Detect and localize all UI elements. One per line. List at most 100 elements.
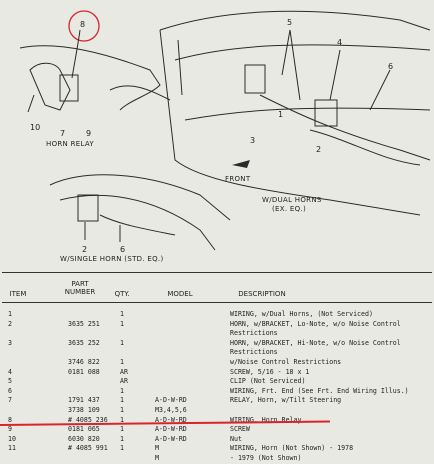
cell-description: HORN, w/BRACKET, Lo-Note, w/o Noise Cont… — [230, 319, 401, 328]
cell-description: w/Noise Control Restrictions — [230, 358, 342, 366]
header-part-number: PART NUMBER — [64, 280, 96, 296]
highlight-circle — [68, 10, 100, 42]
callout-2-single: 2 — [82, 245, 88, 254]
cell-part-number: 3635 252 — [68, 338, 100, 347]
table-row: 4 0181 088 AR SCREW, 5/16 - 18 x 1 — [0, 368, 434, 378]
callout-9: 9 — [86, 129, 92, 138]
callout-8: 8 — [80, 20, 86, 29]
cell-item: 11 — [8, 444, 16, 453]
cell-part-number: # 4085 236 — [68, 415, 108, 424]
callout-2: 2 — [316, 145, 322, 154]
diagram-drawing — [19, 10, 431, 251]
cell-description: Nut — [230, 434, 242, 443]
cell-item: 3 — [8, 338, 12, 347]
cell-qty: 1 — [120, 444, 124, 453]
header-qty: QTY. — [114, 290, 130, 298]
cell-qty: 1 — [120, 396, 124, 405]
cell-qty: AR — [120, 377, 128, 386]
cell-model: M — [155, 444, 159, 453]
table-row: 3738 109 1 M3,4,5,6 — [0, 406, 434, 416]
cell-qty: 1 — [120, 415, 124, 424]
cell-qty: 1 — [120, 425, 124, 434]
cell-item: 5 — [8, 377, 12, 386]
callout-4: 4 — [337, 38, 343, 47]
cell-qty: 1 — [120, 358, 124, 366]
callout-6: 6 — [388, 62, 394, 71]
callout-5: 5 — [287, 18, 293, 27]
cell-model: M — [155, 454, 159, 462]
cell-description: WIRING, Horn (Not Shown) - 1978 — [230, 444, 354, 453]
cell-description: - 1979 (Not Shown) — [230, 454, 302, 462]
table-row: 6 1 WIRING, Frt. End (See Frt. End Wiring … — [0, 387, 434, 397]
cell-item: 7 — [8, 396, 12, 405]
table-row: M - 1979 (Not Shown) — [0, 454, 434, 464]
table-row: 9 0181 065 1 A-D-W-RD SCREW — [0, 425, 434, 435]
cell-qty: 1 — [120, 319, 124, 328]
cell-item: 8 — [8, 415, 12, 424]
callout-6-single: 6 — [120, 245, 126, 254]
table-row: 7 1791 437 1 A-D-W-RD RELAY, Horn, w/Tilt St… — [0, 396, 434, 406]
cell-item: 2 — [8, 319, 12, 328]
cell-qty: AR — [120, 367, 128, 376]
table-row: 5 AR CLIP (Not Serviced) — [0, 377, 434, 387]
cell-part-number: 3746 822 — [68, 358, 100, 366]
table-row: 11 # 4085 991 1 M WIRING, Horn (Not Shown) -… — [0, 444, 434, 454]
cell-part-number: 3635 251 — [68, 319, 100, 328]
table-header-rule — [2, 302, 432, 303]
header-model: MODEL — [167, 290, 193, 298]
parts-table: ITEM PART NUMBER QTY. MODEL DESCRIPTION … — [0, 270, 434, 464]
table-row: 1 1 WIRING, w/Dual Horns, (Not Serviced) — [0, 310, 434, 320]
table-row: 2 3635 251 1 HORN, w/BRACKET, Lo-Note, w/o … — [0, 320, 434, 330]
cell-description: SCREW, 5/16 - 18 x 1 — [230, 367, 310, 376]
cell-qty: 1 — [120, 386, 124, 395]
cell-description: RELAY, Horn, w/Tilt Steering — [230, 396, 342, 405]
cell-item: 1 — [8, 310, 12, 318]
callout-7: 7 — [60, 129, 66, 138]
front-label: FRONT — [225, 175, 251, 183]
cell-part-number: 1791 437 — [68, 396, 100, 405]
cell-model: A-D-W-RD — [155, 396, 187, 405]
dual-horns-label: W/DUAL HORNS — [262, 196, 322, 204]
cell-part-number: 3738 109 — [68, 406, 100, 414]
callout-3: 3 — [250, 136, 256, 145]
cell-part-number: # 4085 991 — [68, 444, 108, 453]
cell-model: M3,4,5,6 — [155, 406, 187, 414]
table-row: Restrictions — [0, 348, 434, 358]
cell-item: 4 — [8, 367, 12, 376]
single-horn-label: W/SINGLE HORN (STD. EQ.) — [60, 255, 164, 263]
dual-horns-sub-label: (EX. EQ.) — [272, 205, 306, 213]
table-row: 3 3635 252 1 HORN, w/BRACKET, Hi-Note, w/o … — [0, 339, 434, 349]
cell-item: 6 — [8, 386, 12, 395]
cell-model: A-D-W-RD — [155, 425, 187, 434]
callout-1: 1 — [278, 110, 284, 119]
cell-description: HORN, w/BRACKET, Hi-Note, w/o Noise Cont… — [230, 338, 401, 347]
horn-relay-label: HORN RELAY — [46, 140, 94, 148]
table-row: 8 # 4085 236 1 A-D-W-RD WIRING, Horn Relay — [0, 416, 434, 426]
cell-item: 10 — [8, 434, 16, 443]
cell-description: SCREW — [230, 425, 250, 434]
table-row: 10 6030 820 1 A-D-W-RD Nut — [0, 435, 434, 445]
cell-qty: 1 — [120, 338, 124, 347]
cell-description: WIRING, Frt. End (See Frt. End Wiring Il… — [230, 386, 409, 395]
cell-qty: 1 — [120, 434, 124, 443]
cell-description: WIRING, w/Dual Horns, (Not Serviced) — [230, 310, 373, 318]
table-row: Restrictions — [0, 329, 434, 339]
cell-description: Restrictions — [230, 329, 278, 338]
cell-model: A-D-W-RD — [155, 415, 187, 424]
callout-10: 10 — [30, 123, 41, 132]
cell-description: CLIP (Not Serviced) — [230, 377, 306, 386]
parts-diagram: HORN RELAY FRONT W/DUAL HORNS (EX. EQ.) … — [19, 10, 431, 263]
header-description: DESCRIPTION — [238, 290, 286, 298]
cell-qty: 1 — [120, 406, 124, 414]
cell-part-number: 0181 065 — [68, 425, 100, 434]
cell-qty: 1 — [120, 310, 124, 318]
cell-description: WIRING, Horn Relay — [230, 415, 302, 424]
header-item: ITEM — [9, 290, 27, 298]
table-top-rule — [2, 272, 432, 273]
cell-part-number: 0181 088 — [68, 367, 100, 376]
table-row: 3746 822 1 w/Noise Control Restrictions — [0, 358, 434, 368]
cell-description: Restrictions — [230, 348, 278, 357]
cell-model: A-D-W-RD — [155, 434, 187, 443]
cell-item: 9 — [8, 425, 12, 434]
cell-part-number: 6030 820 — [68, 434, 100, 443]
